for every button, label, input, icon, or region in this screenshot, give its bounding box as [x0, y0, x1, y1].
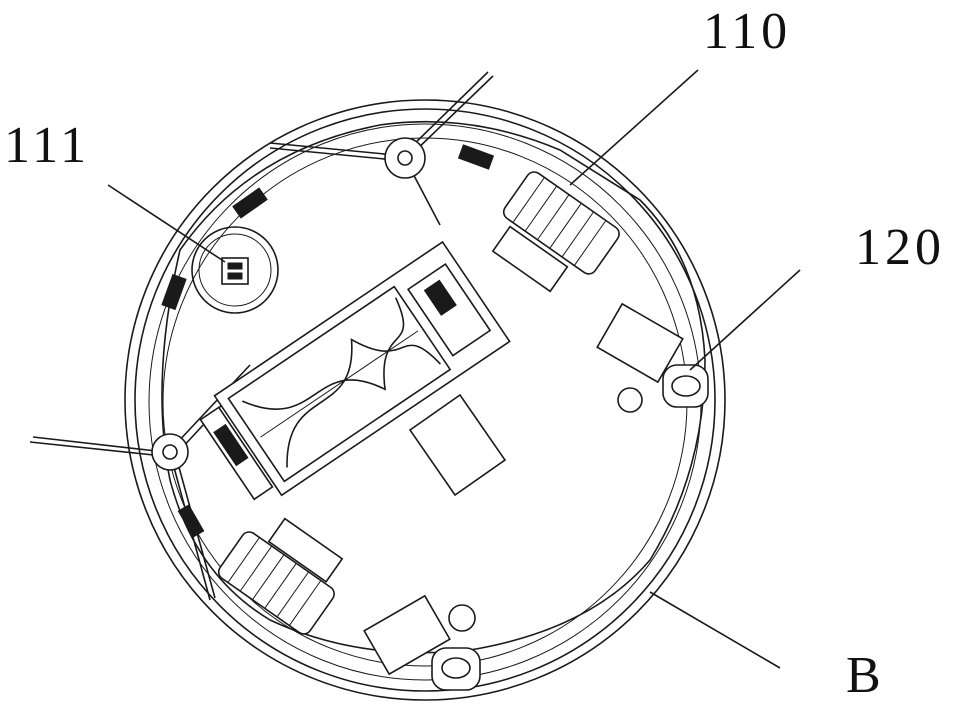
label-plate	[410, 395, 505, 495]
side-brush-motor	[192, 227, 278, 313]
reference-label-111: 111	[4, 120, 90, 172]
drive-wheel-upper	[481, 169, 623, 306]
reference-label-120: 120	[855, 222, 945, 274]
reference-label-110: 110	[703, 6, 791, 58]
caster-wheel-right	[597, 304, 708, 412]
reference-label-b: B	[846, 650, 881, 702]
caster-wheel-bottom	[364, 596, 480, 690]
drive-wheel-lower	[216, 504, 355, 637]
